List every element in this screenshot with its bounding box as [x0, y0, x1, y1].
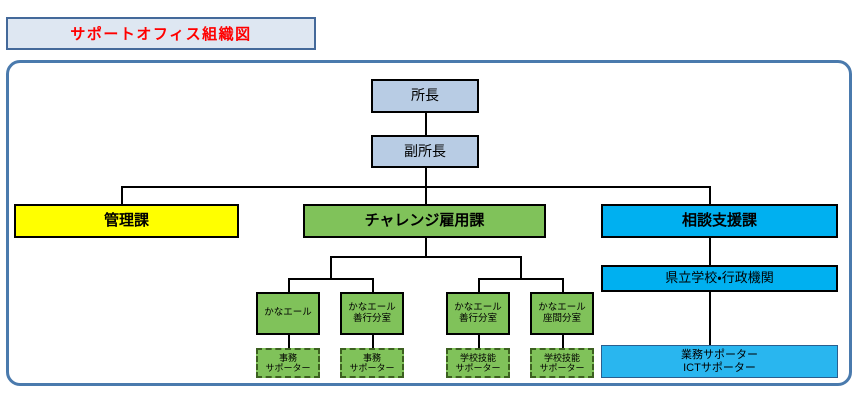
- connector-kanayell2-jimu2: [372, 335, 374, 348]
- node-kanayell-main[interactable]: かなエール: [256, 292, 320, 335]
- connector-left-pair-bus: [288, 278, 374, 280]
- page-title: サポートオフィス組織図: [70, 26, 252, 43]
- node-director-label: 所長: [411, 87, 439, 104]
- connector-right-pair-bus: [478, 278, 564, 280]
- node-jimu-supporter-1[interactable]: 事務 サポーター: [256, 348, 320, 378]
- node-jimu-supporter-2[interactable]: 事務 サポーター: [340, 348, 404, 378]
- connector-director-deputy: [425, 113, 427, 135]
- connector-kanayell4-gakko2: [562, 335, 564, 348]
- node-kanayell-zama-label: かなエール 座間分室: [538, 301, 586, 324]
- node-jimu-supporter-2-label: 事務 サポーター: [349, 352, 395, 373]
- connector-challenge-left-drop: [330, 256, 332, 278]
- node-deputy-director-label: 副所長: [404, 142, 446, 159]
- node-school-skill-supporter-1-label: 学校技能 サポーター: [455, 352, 501, 373]
- node-challenge-employment-section-label: チャレンジ雇用課: [364, 211, 485, 229]
- node-director[interactable]: 所長: [371, 79, 479, 113]
- node-school-skill-supporter-2[interactable]: 学校技能 サポーター: [530, 348, 594, 378]
- node-kanayell-zengyo-1[interactable]: かなエール 善行分室: [340, 292, 404, 335]
- connector-kanayell3-gakko1: [478, 335, 480, 348]
- connector-deputy-stem: [425, 168, 427, 186]
- node-consultation-support-section[interactable]: 相談支援課: [601, 204, 838, 238]
- node-school-skill-supporter-2-label: 学校技能 サポーター: [539, 352, 585, 373]
- connector-drop-kanayell-1: [288, 278, 290, 292]
- connector-drop-kanayell-2: [372, 278, 374, 292]
- node-kanayell-zengyo-1-label: かなエール 善行分室: [348, 301, 396, 324]
- connector-prefectural-gyomu: [709, 292, 711, 345]
- connector-drop-kanayell-4: [562, 278, 564, 292]
- connector-drop-management: [121, 186, 123, 204]
- chart-title-banner: サポートオフィス組織図: [6, 17, 316, 50]
- connector-deputy-bus: [121, 186, 711, 188]
- node-challenge-employment-section[interactable]: チャレンジ雇用課: [303, 204, 546, 238]
- node-kanayell-zengyo-2-label: かなエール 善行分室: [454, 301, 502, 324]
- connector-consult-prefectural: [709, 238, 711, 265]
- node-consultation-support-section-label: 相談支援課: [681, 211, 757, 229]
- node-kanayell-zengyo-2[interactable]: かなエール 善行分室: [446, 292, 510, 335]
- node-jimu-supporter-1-label: 事務 サポーター: [265, 352, 311, 373]
- connector-drop-challenge: [425, 186, 427, 204]
- node-management-section[interactable]: 管理課: [14, 204, 239, 238]
- node-kanayell-zama[interactable]: かなエール 座間分室: [530, 292, 594, 335]
- connector-kanayell1-jimu1: [288, 335, 290, 348]
- connector-challenge-right-drop: [520, 256, 522, 278]
- node-deputy-director[interactable]: 副所長: [371, 135, 479, 168]
- node-prefectural-schools-label: 県立学校・行政機関: [665, 270, 774, 286]
- connector-challenge-bus: [330, 256, 522, 258]
- connector-challenge-stem: [425, 238, 427, 256]
- node-school-skill-supporter-1[interactable]: 学校技能 サポーター: [446, 348, 510, 378]
- node-prefectural-schools[interactable]: 県立学校・行政機関: [601, 265, 838, 292]
- node-management-section-label: 管理課: [103, 211, 149, 229]
- connector-drop-consult: [709, 186, 711, 204]
- node-kanayell-main-label: かなエール: [264, 307, 312, 319]
- node-gyomu-ict-supporter-label: 業務サポーター ICTサポーター: [681, 349, 758, 374]
- node-gyomu-ict-supporter[interactable]: 業務サポーター ICTサポーター: [601, 345, 838, 378]
- connector-drop-kanayell-3: [478, 278, 480, 292]
